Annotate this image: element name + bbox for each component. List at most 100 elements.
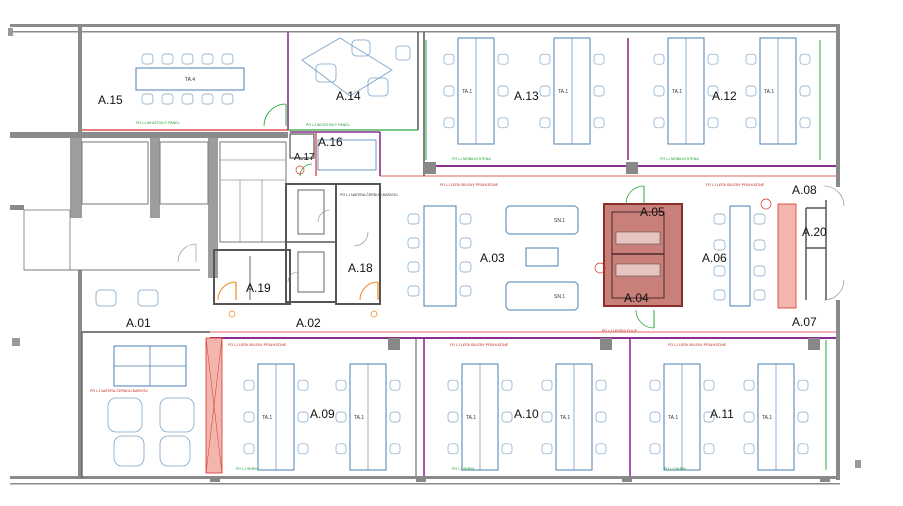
chair-5-0-1 [297, 379, 309, 391]
chair-1-1-1 [497, 85, 509, 97]
chair-6-2-0 [335, 443, 347, 455]
lounge-chair-7 [459, 285, 472, 297]
chair-2-0-0 [539, 53, 551, 65]
chair-2-1-1 [593, 85, 605, 97]
meeting-chair-4-1 [221, 93, 234, 105]
sofa-tag-top: SN.1 [554, 218, 565, 224]
lounge-a14-furniture [301, 37, 411, 97]
lounge-chair-14 [753, 265, 766, 277]
chair-4-0-0 [745, 53, 757, 65]
lounge-a01-furniture [95, 289, 195, 467]
desk-tag-9: TA.1 [668, 415, 678, 421]
chair-6-1-0 [335, 411, 347, 423]
note-glass-strip-a03: PO LJ LEPA SKLENY PRUHLEDNE [440, 183, 499, 187]
chair-5-2-1 [297, 443, 309, 455]
lounge-chair-4 [459, 213, 472, 225]
meeting-chair-0-0 [141, 53, 154, 65]
meeting-chair-1-0 [161, 53, 174, 65]
room-label-a07: A.07 [792, 315, 817, 329]
room-label-a15: A.15 [98, 93, 123, 107]
chair-6-0-1 [389, 379, 401, 391]
chair-7-0-1 [501, 379, 513, 391]
note-stairs: PO LJ NATERA ČERNOU BARVOU [90, 388, 148, 393]
chair-4-2-1 [799, 117, 811, 129]
room-label-a19: A.19 [246, 281, 271, 295]
lounge-chair-15 [753, 289, 766, 301]
chair-4-0-1 [799, 53, 811, 65]
chair-2-0-1 [593, 53, 605, 65]
chair-2-2-0 [539, 117, 551, 129]
room-label-a02: A.02 [296, 316, 321, 330]
meeting-chair-2-0 [181, 53, 194, 65]
chair-3-0-0 [653, 53, 665, 65]
chair-7-1-1 [501, 411, 513, 423]
chair-9-2-1 [703, 443, 715, 455]
note-glass-strip-a10: PO LJ LEPA SKLENY PRUHLEDNE [450, 343, 509, 347]
chair-1-1-0 [443, 85, 455, 97]
chair-1-2-0 [443, 117, 455, 129]
chair-2-1-0 [539, 85, 551, 97]
chair-3-2-1 [707, 117, 719, 129]
chair-4-1-1 [799, 85, 811, 97]
note-stairs-core: PO LJ NATERA ČERNOU BARVOU [340, 192, 398, 197]
room-label-a18: A.18 [348, 261, 373, 275]
chair-2-2-1 [593, 117, 605, 129]
chair-1-0-1 [497, 53, 509, 65]
desk-tag-4: TA.1 [764, 89, 774, 95]
chair-8-1-1 [595, 411, 607, 423]
chair-3-1-0 [653, 85, 665, 97]
chair-10-0-1 [797, 379, 809, 391]
desk-tag-5: TA.1 [262, 415, 272, 421]
sofa-tag-bottom: SN.1 [554, 294, 565, 300]
note-sliding-wall-a12: PO LJ MOBILNI STENA [660, 157, 699, 161]
room-label-a06: A.06 [702, 251, 727, 265]
room-label-a01: A.01 [126, 316, 151, 330]
note-frosted-film: PO LJ LEPENI FOLIE [602, 329, 638, 333]
room-label-a10: A.10 [514, 407, 539, 421]
room-label-a08: A.08 [792, 183, 817, 197]
meeting-chair-3-0 [201, 53, 214, 65]
note-cabinet-a11: PO LJ SKRIN [664, 467, 686, 471]
room-label-a16: A.16 [318, 135, 343, 149]
note-acoustic-a15: PO LJ AKUSTICKY PANEL [136, 121, 180, 125]
meeting-chair-4-0 [221, 53, 234, 65]
lounge-chair-8 [713, 213, 726, 225]
desk-tag-6: TA.1 [354, 415, 364, 421]
room-label-a03: A.03 [480, 251, 505, 265]
chair-9-1-1 [703, 411, 715, 423]
room-label-a11: A.11 [710, 407, 734, 421]
annotations: PO LJ LEPA SKLENY PRUHLEDNE PO LJ LEPA S… [90, 121, 765, 471]
chair-5-1-1 [297, 411, 309, 423]
chair-3-2-0 [653, 117, 665, 129]
chair-6-2-1 [389, 443, 401, 455]
desk-tag-1: TA.1 [462, 89, 472, 95]
lounge-chair-5 [459, 237, 472, 249]
meeting-chair-2-1 [181, 93, 194, 105]
lounge-chair-11 [713, 289, 726, 301]
chair-5-1-0 [243, 411, 255, 423]
lounge-chair-1 [407, 237, 420, 249]
note-glass-strip-a11: PO LJ LEPA SKLENY PRUHLEDNE [668, 343, 727, 347]
columns [210, 162, 830, 482]
lounge-chair-2 [407, 261, 420, 273]
meeting-table-tag: TA.4 [185, 77, 195, 83]
lounge-chair-0 [407, 213, 420, 225]
note-sliding-wall-a13: PO LJ MOBILNI STENA [452, 157, 491, 161]
lounge-chair-10 [713, 265, 726, 277]
room-label-a04: A.04 [624, 291, 649, 305]
meeting-chair-1-1 [161, 93, 174, 105]
lounge-chair-12 [753, 213, 766, 225]
chair-9-0-1 [703, 379, 715, 391]
chair-1-2-1 [497, 117, 509, 129]
lounge-a03-furniture: SN.1 SN.1 [423, 205, 751, 311]
room-label-a12: A.12 [712, 89, 737, 103]
chair-10-1-0 [743, 411, 755, 423]
chair-9-2-0 [649, 443, 661, 455]
desk-tag-3: TA.1 [672, 89, 682, 95]
desk-tag-7: TA.1 [466, 415, 476, 421]
room-label-a17: A.17 [294, 152, 315, 163]
accent-walls [205, 203, 797, 474]
